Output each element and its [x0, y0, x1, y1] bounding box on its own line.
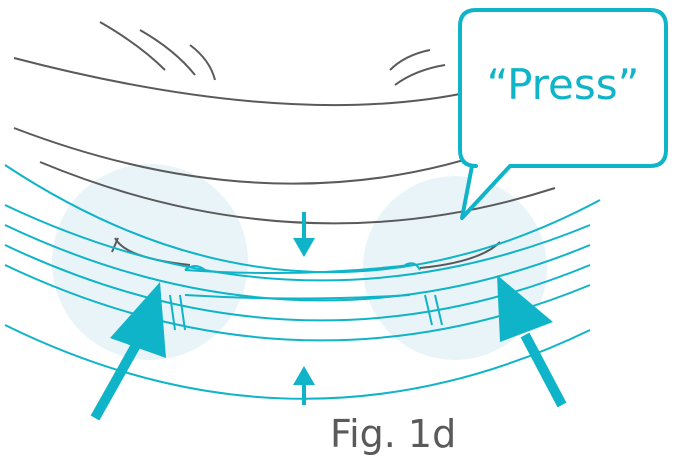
left-highlight-circle	[52, 164, 248, 360]
down-arrow-icon	[293, 212, 315, 257]
case-outline	[13, 21, 556, 269]
right-press-arrow-icon	[497, 275, 567, 408]
figure-caption: Fig. 1d	[330, 412, 457, 456]
speech-bubble	[458, 8, 668, 220]
press-callout-text: “Press”	[486, 60, 640, 109]
up-arrow-icon	[293, 366, 315, 405]
left-press-arrow-icon	[90, 282, 166, 421]
